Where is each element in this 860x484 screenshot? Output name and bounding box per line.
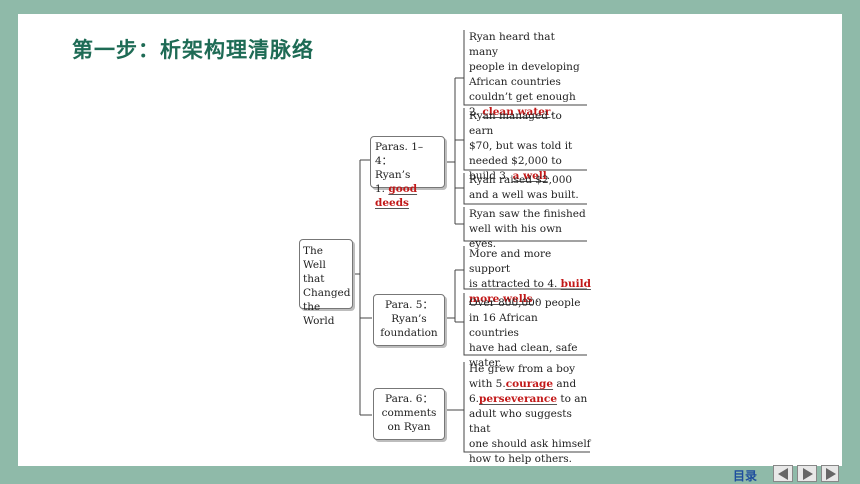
leaf-b2-1: More and more support is attracted to 4.…	[469, 247, 591, 307]
branch-line: foundation	[380, 327, 438, 339]
branch-node-para-5: Para. 5： Ryan’s foundation	[373, 294, 445, 346]
leaf-b2-2: Over 800,000 people in 16 African countr…	[469, 296, 589, 371]
leaf-answer-line: with 5.courage and	[469, 377, 591, 392]
leaf-line: one should ask himself	[469, 438, 591, 450]
leaf-answer-line: 2. clean water.	[469, 105, 587, 120]
answer-4-cont: more wells	[469, 293, 533, 305]
next-slide-button[interactable]	[797, 465, 817, 482]
leaf-line: how to help others.	[469, 453, 572, 465]
answer-number: 1.	[375, 183, 389, 195]
answer-number: is attracted to 4.	[469, 278, 561, 290]
leaf-line: well with his own eyes.	[469, 223, 562, 250]
leaf-answer-line: 6.perseverance to an	[469, 392, 591, 407]
answer-6: perseverance	[479, 393, 558, 405]
root-line: Changed	[303, 287, 351, 299]
leaf-b1-4: Ryan saw the finished well with his own …	[469, 207, 589, 252]
page-title: 第一步：析架构理清脉络	[72, 38, 314, 62]
branch-line: Ryan’s	[391, 313, 427, 325]
leaf-text: and	[553, 378, 577, 390]
branch-node-paras-1-4: Paras. 1–4： Ryan’s 1. good deeds	[370, 136, 445, 209]
answer-3: a well	[512, 170, 547, 182]
leaf-line: in 16 African countries	[469, 312, 538, 339]
arrow-right-icon	[803, 468, 813, 480]
leaf-line: water.	[469, 357, 502, 369]
answer-suffix: .	[546, 170, 551, 182]
leaf-b1-1: Ryan heard that many people in developin…	[469, 30, 587, 120]
leaf-line: He grew from a boy	[469, 363, 576, 375]
answer-number: 2.	[469, 106, 483, 118]
leaf-line: couldn’t get enough	[469, 91, 576, 103]
branch-node-para-6: Para. 6： comments on Ryan	[373, 388, 445, 440]
answer-1: good deeds	[375, 183, 418, 209]
leaf-line: Ryan saw the finished	[469, 208, 586, 220]
answer-number: build 3.	[469, 170, 513, 182]
leaf-line: people in developing	[469, 61, 580, 73]
leaf-text: to an	[557, 393, 588, 405]
root-line: The Well	[303, 245, 326, 271]
arrow-right-end-icon	[826, 468, 836, 480]
leaf-line: More and more support	[469, 248, 552, 275]
root-node: The Well that Changed the World	[299, 239, 353, 327]
answer-4: build	[560, 278, 591, 290]
leaf-answer-line: build 3. a well.	[469, 169, 587, 184]
leaf-b3: He grew from a boy with 5.courage and 6.…	[469, 362, 591, 467]
leaf-line: have had clean, safe	[469, 342, 578, 354]
leaf-line: adult who suggests that	[469, 408, 572, 435]
prev-slide-button[interactable]	[773, 465, 793, 482]
arrow-left-icon	[778, 468, 788, 480]
branch-line: Para. 6：	[385, 393, 433, 405]
leaf-answer-line: is attracted to 4. build	[469, 277, 591, 292]
leaf-line: Over 800,000 people	[469, 297, 581, 309]
branch-line: Para. 5：	[385, 299, 433, 311]
branch-answer-line: 1. good deeds	[375, 182, 440, 210]
branch-line: Ryan’s	[375, 169, 411, 181]
leaf-b1-3: Ryan raised $2,000 and a well was built.	[469, 173, 587, 203]
leaf-line: Ryan raised $2,000	[469, 174, 573, 186]
leaf-line: $70, but was told it	[469, 140, 573, 152]
branch-line: Paras. 1–4：	[375, 141, 424, 167]
last-slide-button[interactable]	[821, 465, 839, 482]
answer-suffix: .	[532, 293, 540, 305]
leaf-answer-line: more wells .	[469, 292, 591, 307]
answer-number: with 5.	[469, 378, 506, 390]
leaf-line: and a well was built.	[469, 189, 579, 201]
answer-number: 6.	[469, 393, 480, 405]
root-line: the World	[303, 301, 335, 327]
branch-line: on Ryan	[387, 421, 431, 433]
leaf-line: Ryan managed to earn	[469, 110, 562, 137]
root-line: that	[303, 273, 325, 285]
answer-suffix: .	[550, 106, 554, 118]
leaf-line: African countries	[469, 76, 561, 88]
table-of-contents-link[interactable]: 目录	[733, 469, 758, 483]
leaf-line: Ryan heard that many	[469, 31, 555, 58]
leaf-b1-2: Ryan managed to earn $70, but was told i…	[469, 109, 587, 184]
answer-5: courage	[505, 378, 554, 390]
answer-2: clean water	[482, 106, 551, 118]
leaf-line: needed $2,000 to	[469, 155, 562, 167]
branch-line: comments	[381, 407, 437, 419]
